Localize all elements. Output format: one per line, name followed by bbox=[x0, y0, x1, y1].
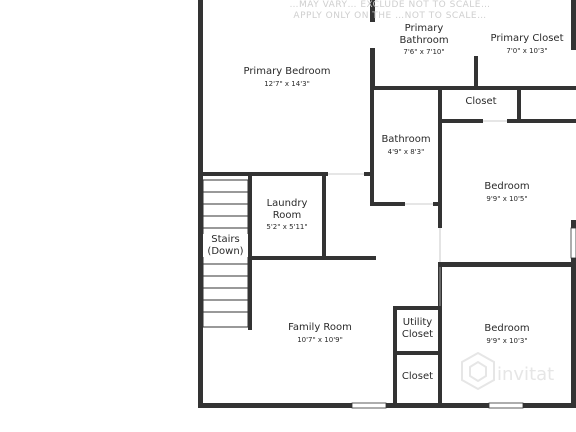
room-closet-top: Closet bbox=[448, 96, 514, 108]
room-dimensions: 9'9" x 10'5" bbox=[486, 194, 528, 203]
windows bbox=[351, 227, 576, 409]
room-name: Closet bbox=[401, 371, 434, 382]
wall-utility-south bbox=[393, 351, 442, 355]
room-bathroom: Bathroom 4'9" x 8'3" bbox=[374, 134, 438, 156]
wall-east-1 bbox=[571, 0, 576, 50]
room-name: Closet bbox=[465, 96, 497, 107]
wall-east-2 bbox=[571, 220, 576, 408]
wall-bath-south bbox=[370, 86, 576, 90]
room-bedroom-lower: Bedroom 9'9" x 10'3" bbox=[466, 323, 548, 345]
wall-primary-bedroom-south bbox=[198, 172, 374, 176]
wall-south bbox=[198, 403, 576, 408]
wall-utility-east bbox=[438, 306, 442, 406]
room-name: Laundry Room bbox=[266, 198, 308, 221]
room-name: Primary Bedroom bbox=[243, 66, 331, 77]
wall-utility-north bbox=[393, 306, 442, 310]
watermark-text: invitat bbox=[497, 364, 555, 385]
room-primary-bathroom: Primary Bathroom 7'6" x 7'10" bbox=[386, 23, 462, 56]
door-swings bbox=[328, 120, 507, 306]
room-name: Bathroom bbox=[381, 134, 431, 145]
wall-hall-east-1 bbox=[438, 206, 442, 228]
wall-closet-top-east bbox=[517, 88, 521, 123]
room-closet-bottom: Closet bbox=[397, 371, 438, 383]
room-name: Primary Bathroom bbox=[399, 23, 449, 46]
room-dimensions: 4'9" x 8'3" bbox=[387, 147, 425, 156]
disclaimer-line-1: …MAY VARY… EXCLUDE NOT TO SCALE… bbox=[289, 0, 491, 10]
room-utility-closet: Utility Closet bbox=[397, 317, 438, 340]
room-name: Primary Closet bbox=[490, 33, 564, 44]
room-dimensions: 10'7" x 10'9" bbox=[297, 335, 343, 344]
room-dimensions: 5'2" x 5'11" bbox=[266, 223, 308, 231]
wall-closet-stub bbox=[554, 86, 576, 90]
room-name: Bedroom bbox=[484, 323, 530, 334]
room-name: Family Room bbox=[288, 322, 352, 333]
room-primary-closet: Primary Closet 7'0" x 10'3" bbox=[480, 33, 574, 55]
stairs-label: Stairs (Down) bbox=[203, 234, 248, 257]
wall-bedrooms-divider bbox=[438, 262, 576, 267]
wall-bathroom-west bbox=[370, 88, 374, 206]
wall-utility-west bbox=[393, 306, 397, 406]
room-dimensions: 12'7" x 14'3" bbox=[264, 79, 310, 88]
watermark: invitat bbox=[445, 355, 576, 395]
watermark-hexagon-icon bbox=[461, 351, 495, 391]
room-laundry: Laundry Room 5'2" x 5'11" bbox=[254, 198, 320, 231]
wall-laundry-south bbox=[248, 256, 376, 260]
disclaimer-line-2: APPLY ONLY ON THE …NOT TO SCALE… bbox=[293, 11, 487, 21]
room-name: Bedroom bbox=[484, 181, 530, 192]
room-dimensions: 7'6" x 7'10" bbox=[403, 48, 445, 56]
room-name: Utility Closet bbox=[401, 317, 434, 340]
room-dimensions: 7'0" x 10'3" bbox=[506, 46, 548, 55]
disclaimer-text: …MAY VARY… EXCLUDE NOT TO SCALE… APPLY O… bbox=[205, 0, 575, 22]
room-primary-bedroom: Primary Bedroom 12'7" x 14'3" bbox=[222, 66, 352, 88]
wall-laundry-east bbox=[322, 176, 326, 260]
wall-stairs-east bbox=[248, 172, 252, 330]
room-bedroom-upper: Bedroom 9'9" x 10'5" bbox=[466, 181, 548, 203]
wall-bathroom-east bbox=[438, 88, 442, 206]
room-name: Stairs (Down) bbox=[207, 234, 244, 257]
wall-west bbox=[198, 0, 203, 408]
room-dimensions: 9'9" x 10'3" bbox=[486, 336, 528, 345]
room-family-room: Family Room 10'7" x 10'9" bbox=[264, 322, 376, 344]
wall-bath-closet bbox=[474, 56, 478, 88]
